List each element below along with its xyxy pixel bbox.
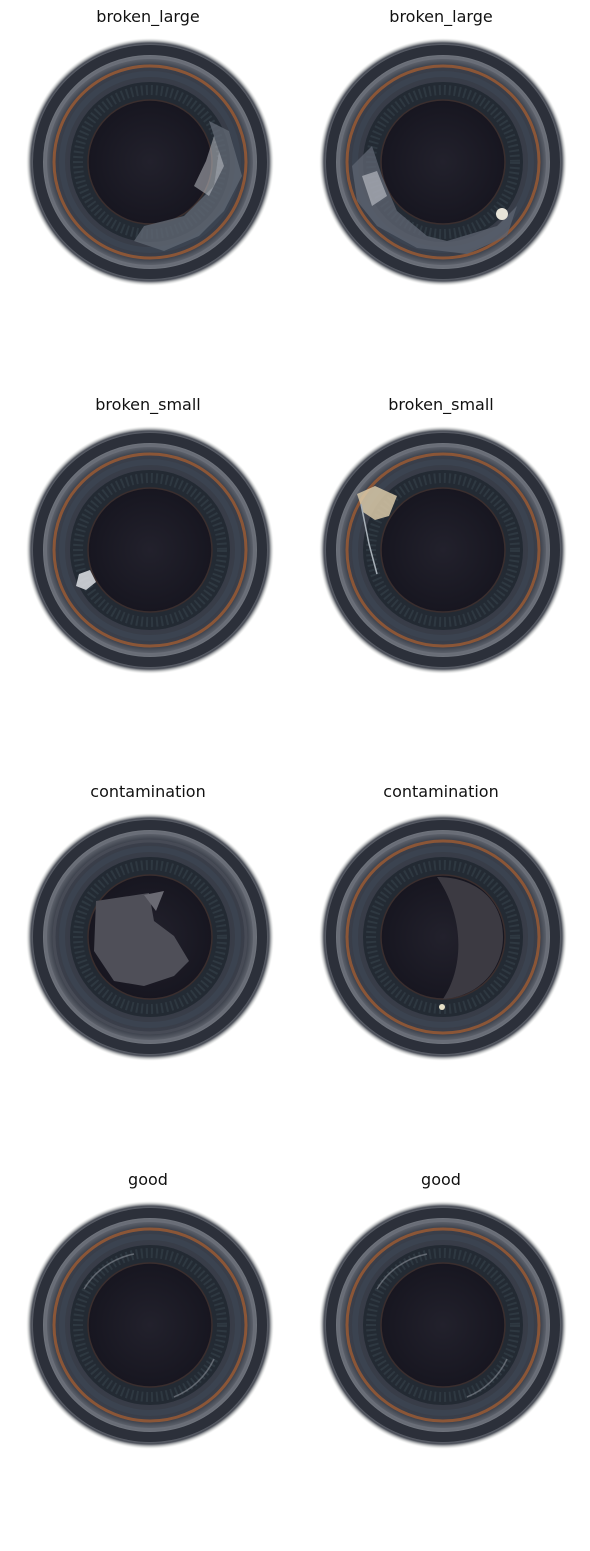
bottle-body <box>26 1201 274 1449</box>
image-grid: broken_large broken_large broken_small b… <box>2 0 587 1449</box>
panel-1: broken_large <box>2 0 294 388</box>
bottle-svg <box>319 426 567 674</box>
panel-title: good <box>128 1170 168 1189</box>
panel-7: good <box>2 1163 294 1551</box>
defect-overlay <box>83 1253 215 1398</box>
bottle-svg <box>26 1201 274 1449</box>
panel-6: contamination <box>295 775 587 1163</box>
defect-overlay <box>357 486 397 575</box>
bottle-svg <box>26 426 274 674</box>
bottle-body <box>319 426 567 674</box>
defect-overlay <box>94 891 189 986</box>
bottle-photo <box>24 811 276 1063</box>
bottle-photo <box>24 36 276 288</box>
bottle-svg <box>319 813 567 1061</box>
panel-title: contamination <box>90 782 206 801</box>
bottle-photo <box>317 811 569 1063</box>
defect-overlay <box>134 121 242 251</box>
bottle-photo <box>24 424 276 676</box>
defect-overlay <box>437 877 503 1010</box>
defect-overlay <box>376 1253 508 1398</box>
bottle-photo <box>317 36 569 288</box>
panel-3: broken_small <box>2 388 294 776</box>
bottle-body <box>26 426 274 674</box>
panel-title: broken_small <box>95 395 201 414</box>
panel-title: contamination <box>383 782 499 801</box>
bottle-svg <box>319 38 567 286</box>
panel-8: good <box>295 1163 587 1551</box>
panel-title: broken_large <box>389 7 493 26</box>
panel-title: broken_small <box>388 395 494 414</box>
bottle-photo <box>24 1199 276 1451</box>
defect-overlay <box>76 570 96 590</box>
bottle-photo <box>317 1199 569 1451</box>
bottle-svg <box>319 1201 567 1449</box>
bottle-body <box>319 813 567 1061</box>
bottle-photo <box>317 424 569 676</box>
bottle-svg <box>26 813 274 1061</box>
defect-overlay <box>352 146 517 254</box>
panel-title: broken_large <box>96 7 200 26</box>
panel-title: good <box>421 1170 461 1189</box>
bottle-body <box>319 1201 567 1449</box>
bottle-svg <box>26 38 274 286</box>
bottle-body <box>26 38 274 286</box>
panel-5: contamination <box>2 775 294 1163</box>
panel-4: broken_small <box>295 388 587 776</box>
panel-2: broken_large <box>295 0 587 388</box>
